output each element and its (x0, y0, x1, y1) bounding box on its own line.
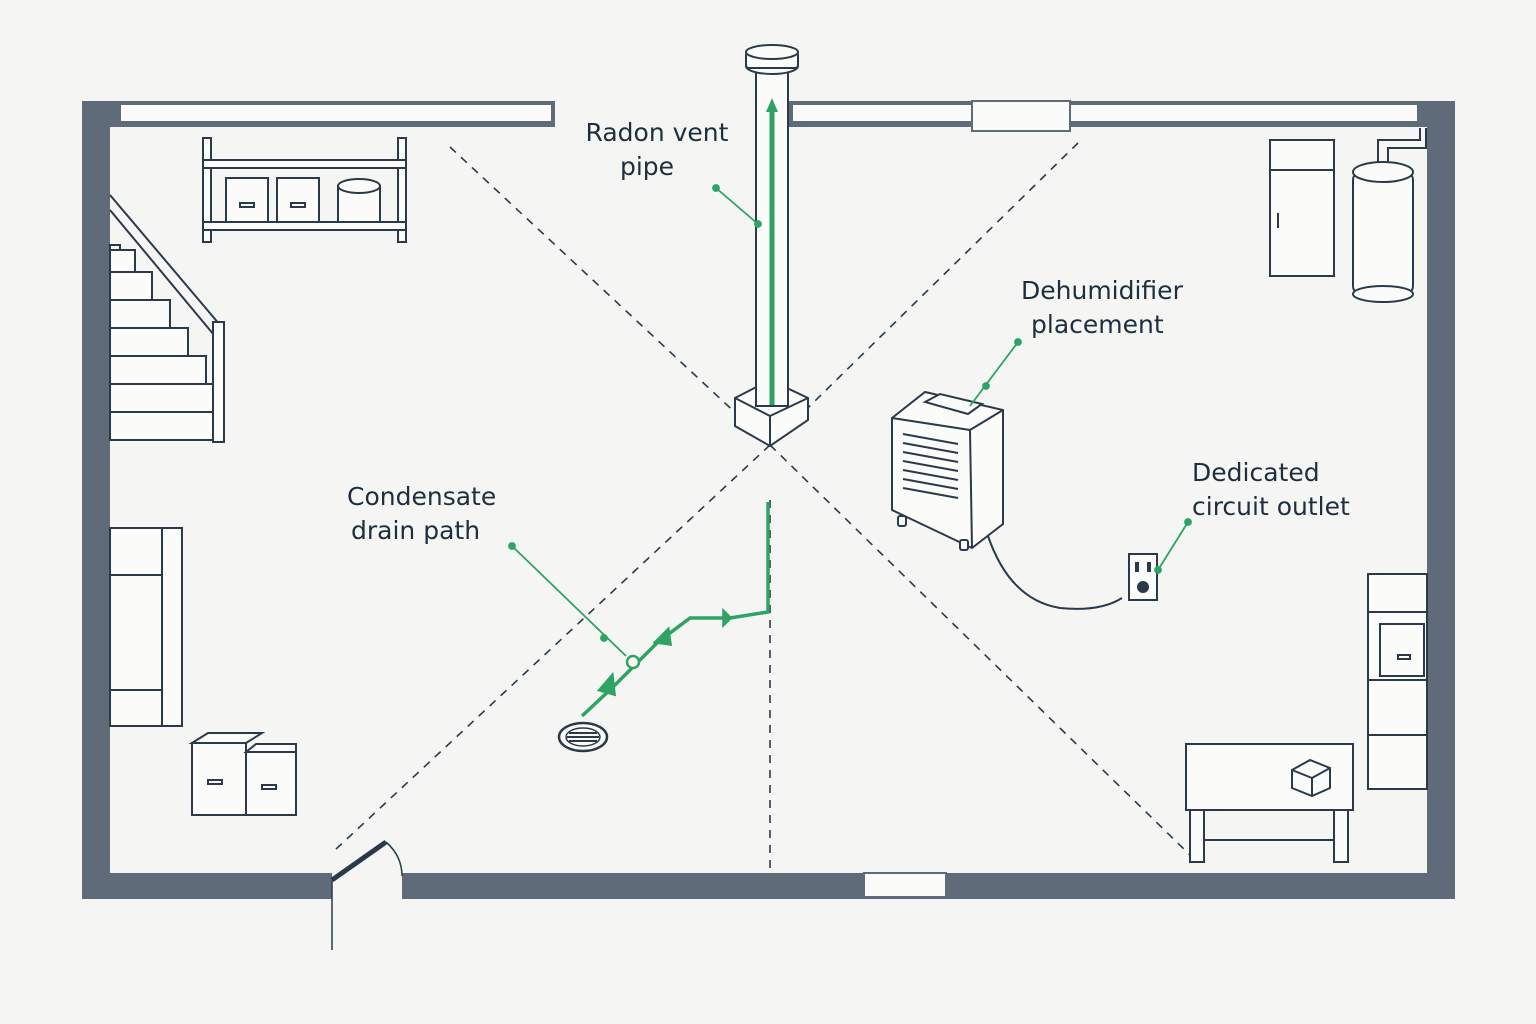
radon-vent-pipe-icon (734, 44, 809, 448)
dehumidifier-label-line1: Dehumidifier (1021, 276, 1183, 305)
right-shelf (1367, 573, 1428, 790)
radon-label-line1: Radon vent (585, 118, 729, 147)
storage-shelf (202, 137, 407, 243)
dehumidifier-placement-label: Dehumidifier placement (1021, 274, 1211, 342)
drain-label-line2: drain path (351, 516, 481, 545)
outlet-label-line1: Dedicated (1192, 458, 1320, 487)
radon-label-line2: pipe (619, 152, 675, 181)
leader-lines (508, 184, 1192, 657)
water-heater (1269, 128, 1427, 303)
left-cabinet (109, 527, 183, 727)
power-cord (987, 535, 1123, 610)
slope-guide-lines (334, 142, 1191, 870)
condensate-drain-path-label: Condensate drain path (347, 480, 527, 548)
workbench (1185, 743, 1354, 863)
floor-drain-icon (557, 721, 609, 753)
drain-label-line1: Condensate (347, 482, 497, 511)
storage-boxes (188, 732, 297, 816)
radon-vent-pipe-label: Radon vent pipe (577, 116, 737, 184)
wall-outlet-icon (1128, 553, 1158, 601)
stairs (109, 194, 225, 443)
walls (82, 100, 1455, 950)
dehumidifier-icon (891, 390, 1004, 551)
dehumidifier-label-line2: placement (1031, 310, 1164, 339)
dedicated-circuit-outlet-label: Dedicated circuit outlet (1192, 456, 1392, 524)
outlet-label-line2: circuit outlet (1192, 492, 1350, 521)
condensate-drain-path (580, 502, 770, 718)
